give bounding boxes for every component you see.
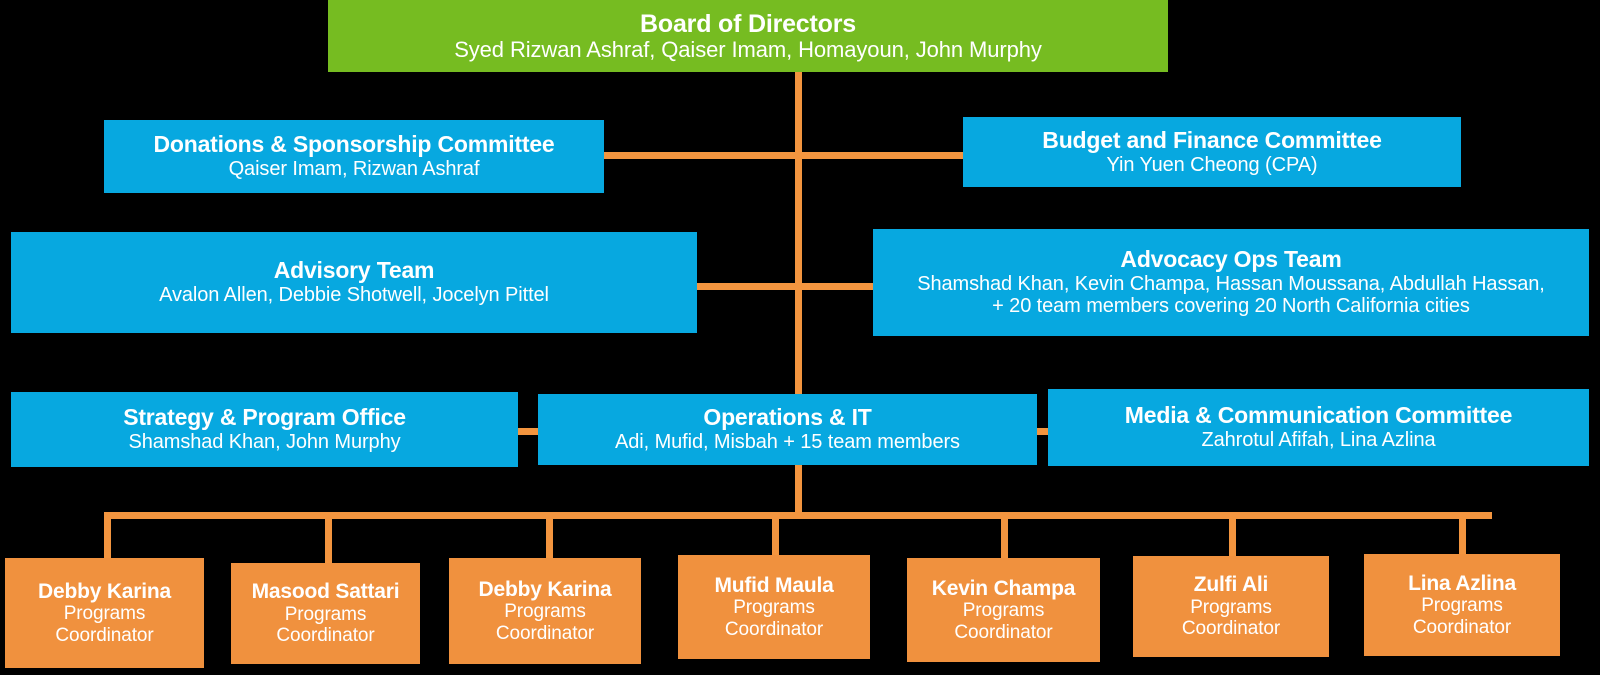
node-donations-sponsorship-committee[interactable]: Donations & Sponsorship Committee Qaiser…: [104, 120, 604, 193]
node-members: Adi, Mufid, Misbah + 15 team members: [615, 431, 960, 454]
connector-drop-6: [1229, 512, 1236, 557]
node-budget-finance-committee[interactable]: Budget and Finance Committee Yin Yuen Ch…: [963, 117, 1461, 187]
node-title: Media & Communication Committee: [1124, 402, 1513, 429]
coordinator-role-line2: Coordinator: [954, 621, 1053, 643]
coordinator-role-line1: Programs: [962, 600, 1045, 622]
node-members-line1: Shamshad Khan, Kevin Champa, Hassan Mous…: [917, 272, 1545, 295]
coordinator-name: Zulfi Ali: [1193, 573, 1269, 597]
coordinator-name: Debby Karina: [38, 579, 171, 603]
coordinator-role-line1: Programs: [1421, 595, 1503, 617]
node-members: Yin Yuen Cheong (CPA): [1106, 153, 1318, 176]
node-members: Avalon Allen, Debbie Shotwell, Jocelyn P…: [159, 284, 549, 307]
node-coordinator-5[interactable]: Kevin Champa Programs Coordinator: [907, 558, 1100, 662]
connector-operations-down: [795, 465, 802, 517]
coordinator-role-line1: Programs: [1190, 596, 1272, 618]
connector-drop-2: [325, 512, 332, 564]
node-title: Budget and Finance Committee: [1042, 126, 1382, 153]
node-title: Operations & IT: [703, 404, 872, 431]
connector-row-committees: [604, 152, 964, 159]
coordinator-role-line2: Coordinator: [1412, 616, 1512, 638]
node-coordinator-4[interactable]: Mufid Maula Programs Coordinator: [678, 555, 870, 659]
node-members: Syed Rizwan Ashraf, Qaiser Imam, Homayou…: [454, 36, 1042, 62]
node-strategy-program-office[interactable]: Strategy & Program Office Shamshad Khan,…: [11, 392, 518, 467]
coordinator-role-line2: Coordinator: [276, 625, 375, 647]
coordinator-name: Debby Karina: [478, 577, 612, 601]
connector-drop-3: [546, 512, 553, 559]
node-members: Zahrotul Afifah, Lina Azlina: [1201, 429, 1436, 452]
node-title: Strategy & Program Office: [123, 404, 406, 431]
coordinator-role-line2: Coordinator: [55, 624, 154, 646]
node-title: Advisory Team: [273, 257, 435, 284]
coordinator-role-line1: Programs: [733, 597, 815, 619]
connector-trunk-main: [795, 72, 802, 394]
node-title: Donations & Sponsorship Committee: [153, 131, 555, 158]
node-coordinator-1[interactable]: Debby Karina Programs Coordinator: [5, 558, 204, 668]
connector-coordinator-bus: [104, 512, 1492, 519]
coordinator-role-line2: Coordinator: [495, 622, 595, 644]
coordinator-name: Mufid Maula: [714, 573, 834, 597]
coordinator-role-line2: Coordinator: [1181, 618, 1281, 640]
connector-drop-7: [1459, 512, 1466, 555]
node-coordinator-6[interactable]: Zulfi Ali Programs Coordinator: [1133, 556, 1329, 657]
node-board-of-directors[interactable]: Board of Directors Syed Rizwan Ashraf, Q…: [328, 0, 1168, 72]
connector-row-teams: [697, 283, 874, 290]
node-members: Shamshad Khan, John Murphy: [128, 431, 401, 454]
coordinator-role-line2: Coordinator: [724, 618, 824, 640]
coordinator-role-line1: Programs: [284, 603, 367, 625]
node-coordinator-7[interactable]: Lina Azlina Programs Coordinator: [1364, 554, 1560, 656]
node-operations-it[interactable]: Operations & IT Adi, Mufid, Misbah + 15 …: [538, 394, 1037, 465]
connector-drop-5: [1001, 512, 1008, 559]
connector-row-offices-right: [1036, 428, 1056, 435]
node-media-communication-committee[interactable]: Media & Communication Committee Zahrotul…: [1048, 389, 1589, 466]
coordinator-name: Masood Sattari: [251, 580, 400, 604]
connector-drop-1: [104, 512, 111, 560]
node-members: Qaiser Imam, Rizwan Ashraf: [228, 158, 480, 181]
connector-drop-4: [772, 512, 779, 556]
node-coordinator-3[interactable]: Debby Karina Programs Coordinator: [449, 558, 641, 664]
coordinator-role-line1: Programs: [504, 601, 586, 623]
node-title: Advocacy Ops Team: [1120, 246, 1342, 273]
coordinator-name: Kevin Champa: [931, 576, 1076, 600]
node-advisory-team[interactable]: Advisory Team Avalon Allen, Debbie Shotw…: [11, 232, 697, 333]
node-advocacy-ops-team[interactable]: Advocacy Ops Team Shamshad Khan, Kevin C…: [873, 229, 1589, 336]
node-coordinator-2[interactable]: Masood Sattari Programs Coordinator: [231, 563, 420, 664]
connector-row-offices-left: [516, 428, 538, 435]
coordinator-role-line1: Programs: [63, 603, 146, 625]
coordinator-name: Lina Azlina: [1408, 571, 1516, 595]
node-members-line2: + 20 team members covering 20 North Cali…: [992, 295, 1470, 318]
node-title: Board of Directors: [640, 9, 856, 38]
